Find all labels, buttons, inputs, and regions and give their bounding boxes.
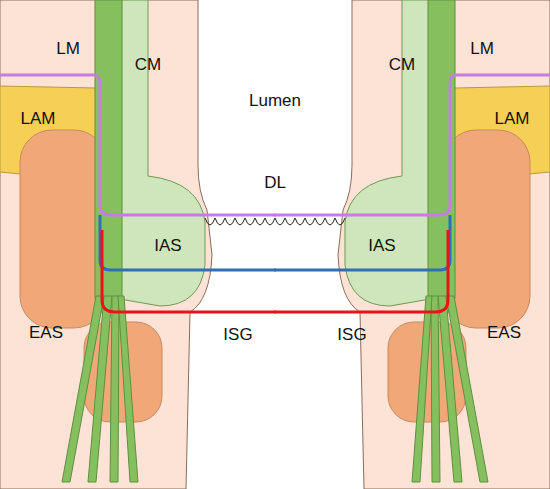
part-label: LM [470,40,494,57]
left-wall [0,0,276,489]
part-label: CM [135,56,161,73]
part-label: EAS [29,324,63,341]
part-label: EAS [487,324,521,341]
part-label: ISG [223,326,252,343]
part-label: IAS [154,237,181,254]
part-label: LAM [495,110,530,127]
part-label: DL [264,174,286,191]
part-label: IAS [368,237,395,254]
part-label: LM [56,40,80,57]
part-label: LAM [21,110,56,127]
part-label: ISG [337,326,366,343]
right-wall [274,0,550,489]
part-label: Lumen [249,92,301,109]
part-label: CM [389,56,415,73]
